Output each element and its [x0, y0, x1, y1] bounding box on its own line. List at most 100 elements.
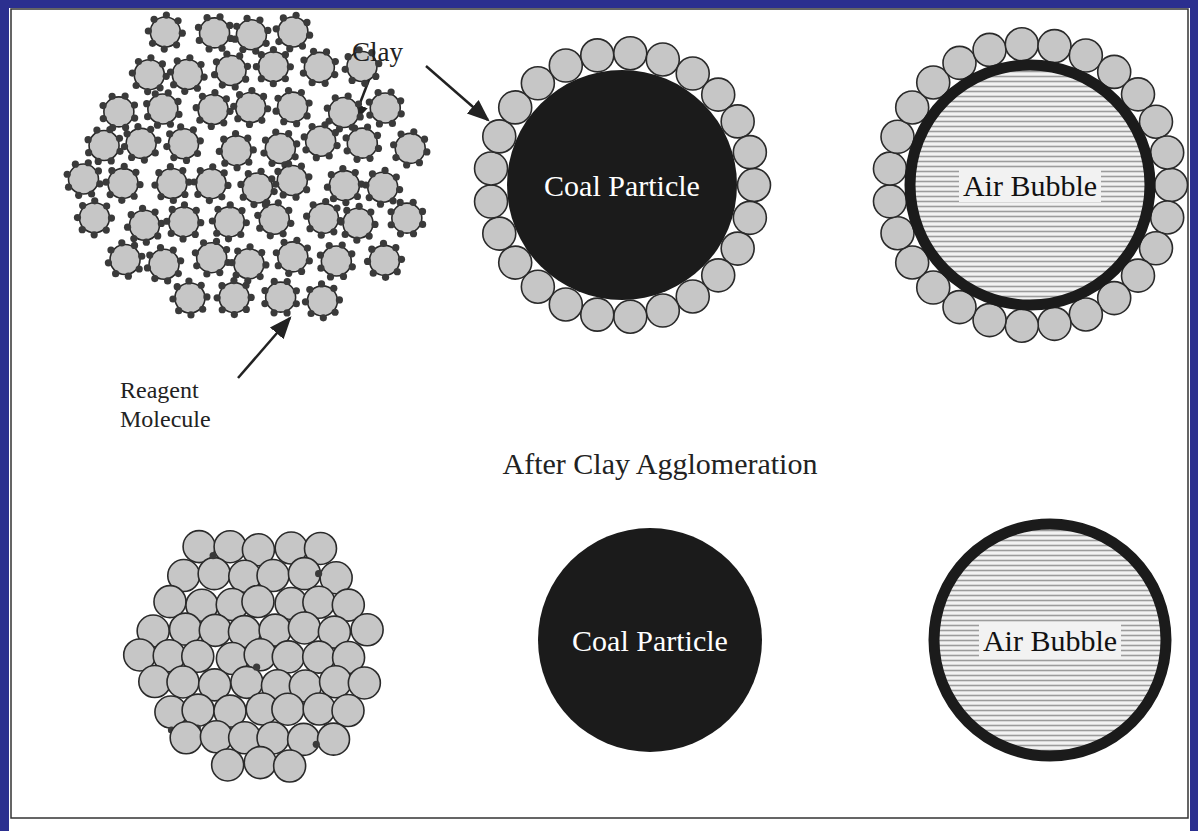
reagent-molecule	[210, 552, 217, 559]
reagent-molecule	[105, 259, 112, 266]
reagent-molecule	[131, 101, 138, 108]
reagent-molecule	[179, 235, 186, 242]
reagent-molecule	[213, 238, 220, 245]
reagent-molecule	[300, 57, 307, 64]
reagent-molecule	[262, 137, 269, 144]
reagent-molecule	[143, 100, 150, 107]
agglomerated-clay	[124, 531, 383, 782]
clay-particle	[126, 128, 156, 158]
reagent-molecule	[300, 70, 307, 77]
reagent-molecule	[201, 74, 208, 81]
reagent-molecule	[230, 103, 237, 110]
clay-particle	[475, 152, 508, 185]
reagent-molecule	[410, 128, 417, 135]
reagent-molecule	[328, 171, 335, 178]
clay-particle	[329, 98, 359, 128]
reagent-molecule	[287, 63, 294, 70]
reagent-molecule	[381, 167, 388, 174]
reagent-molecule	[218, 282, 225, 289]
clay-particle	[277, 166, 307, 196]
clay-particle	[1155, 169, 1188, 202]
reagent-molecule	[206, 197, 213, 204]
reagent-molecule	[382, 274, 389, 281]
reagent-molecule	[223, 50, 230, 57]
reagent-molecule	[234, 247, 241, 254]
reagent-molecule	[284, 278, 291, 285]
reagent-molecule	[339, 241, 346, 248]
reagent-molecule	[326, 152, 333, 159]
reagent-molecule	[299, 42, 306, 49]
reagent-molecule	[79, 202, 86, 209]
reagent-molecule	[161, 45, 168, 52]
reagent-molecule	[118, 239, 125, 246]
reagent-molecule	[228, 259, 235, 266]
reagent-molecule	[248, 87, 255, 94]
reagent-molecule	[293, 237, 300, 244]
reagent-molecule	[398, 256, 405, 263]
clay-particle	[483, 217, 516, 250]
reagent-molecule	[253, 63, 260, 70]
reagent-molecule	[108, 157, 115, 164]
reagent-molecule	[103, 226, 110, 233]
reagent-molecule	[398, 110, 405, 117]
leader-arrow	[238, 318, 290, 378]
clay-particle	[104, 97, 134, 127]
reagent-molecule	[205, 45, 212, 52]
reagent-molecule	[348, 250, 355, 257]
clay-coating	[873, 28, 1187, 343]
reagent-molecule	[234, 115, 241, 122]
reagent-molecule	[198, 282, 205, 289]
reagent-molecule	[275, 199, 282, 206]
reagent-molecule	[109, 93, 116, 100]
reagent-molecule	[118, 197, 125, 204]
reagent-molecule	[261, 287, 268, 294]
reagent-molecule	[138, 253, 145, 260]
reagent-molecule	[209, 163, 216, 170]
reagent-molecule	[190, 126, 197, 133]
reagent-molecule	[116, 135, 123, 142]
clay-particle	[148, 94, 178, 124]
reagent-molecule	[366, 194, 373, 201]
reagent-molecule	[267, 232, 274, 239]
reagent-molecule	[274, 168, 281, 175]
reagent-molecule	[380, 240, 387, 247]
reagent-molecule	[170, 81, 177, 88]
reagent-molecule	[191, 178, 198, 185]
reagent-molecule	[377, 201, 384, 208]
reagent-molecule	[100, 115, 107, 122]
clay-particle	[1151, 136, 1184, 169]
reagent-molecule	[351, 124, 358, 131]
coal-particle: Coal Particle	[507, 70, 737, 300]
reagent-molecule	[175, 111, 182, 118]
reagent-molecule	[304, 244, 311, 251]
reagent-molecule	[268, 160, 275, 167]
reagent-molecule	[270, 309, 277, 316]
clay-particle	[581, 298, 614, 331]
clay-particle	[1151, 201, 1184, 234]
reagent-molecule	[167, 121, 174, 128]
reagent-molecule	[283, 309, 290, 316]
reagent-molecule	[321, 121, 328, 128]
reagent-molecule	[387, 208, 394, 215]
reagent-molecule	[361, 80, 368, 87]
reagent-molecule	[154, 137, 161, 144]
particle-label: Air Bubble	[979, 624, 1121, 657]
reagent-molecule	[107, 191, 114, 198]
air-bubble: Air Bubble	[928, 518, 1172, 762]
reagent-molecule	[144, 88, 151, 95]
reagent-molecule	[275, 262, 282, 269]
clay-particle	[139, 666, 171, 698]
reagent-molecule	[306, 32, 313, 39]
reagent-molecule	[219, 306, 226, 313]
reagent-molecule	[125, 273, 132, 280]
reagent-molecule	[263, 40, 270, 47]
reagent-molecule	[293, 287, 300, 294]
reagent-molecule	[93, 126, 100, 133]
clay-particle	[614, 37, 647, 70]
clay-particle	[236, 20, 266, 50]
clay-particle	[1069, 298, 1102, 331]
clay-particle	[614, 300, 647, 333]
clay-particle	[198, 558, 230, 590]
figure-ground	[9, 8, 1190, 831]
reagent-molecule	[333, 204, 340, 211]
